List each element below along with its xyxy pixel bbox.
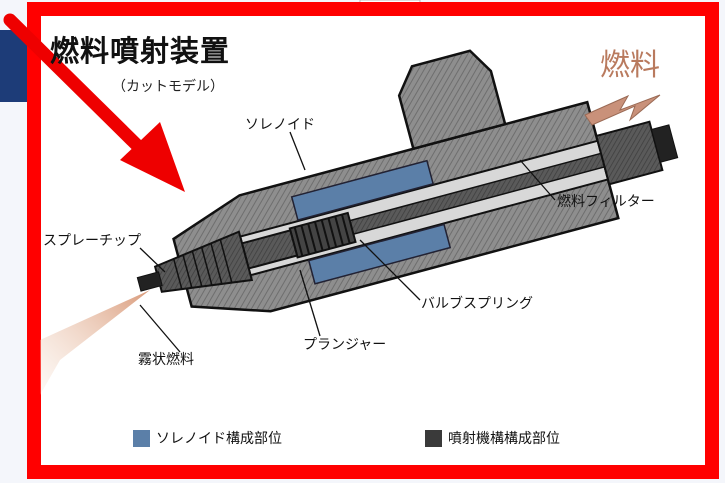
fuel-filter-label: 燃料フィルター [557,194,655,210]
legend-label-injection: 噴射機構構成部位 [448,431,560,447]
legend-swatch-solenoid [133,429,150,447]
legend-item-solenoid: ソレノイド構成部位 [133,428,282,448]
spray-tip-label: スプレーチップ [43,233,141,249]
plunger-label: プランジャー [303,337,387,353]
injector-body [136,49,679,313]
leader-lines [139,131,556,353]
solenoid-label: ソレノイド [245,117,315,133]
spray-cone [40,290,150,395]
subtitle: （カットモデル） [112,79,224,95]
fuel-arrow-icon [584,94,661,126]
legend-swatch-injection [425,429,442,447]
atomized-fuel-label: 霧状燃料 [138,352,194,368]
legend-label-solenoid: ソレノイド構成部位 [156,431,282,447]
red-pointer-arrow-icon [3,13,185,192]
legend-item-injection: 噴射機構構成部位 [425,428,560,448]
valve-spring-label: バルブスプリング [421,296,533,312]
page-title: 燃料噴射装置 [50,34,231,68]
fuel-inlet-label: 燃料 [600,48,660,83]
